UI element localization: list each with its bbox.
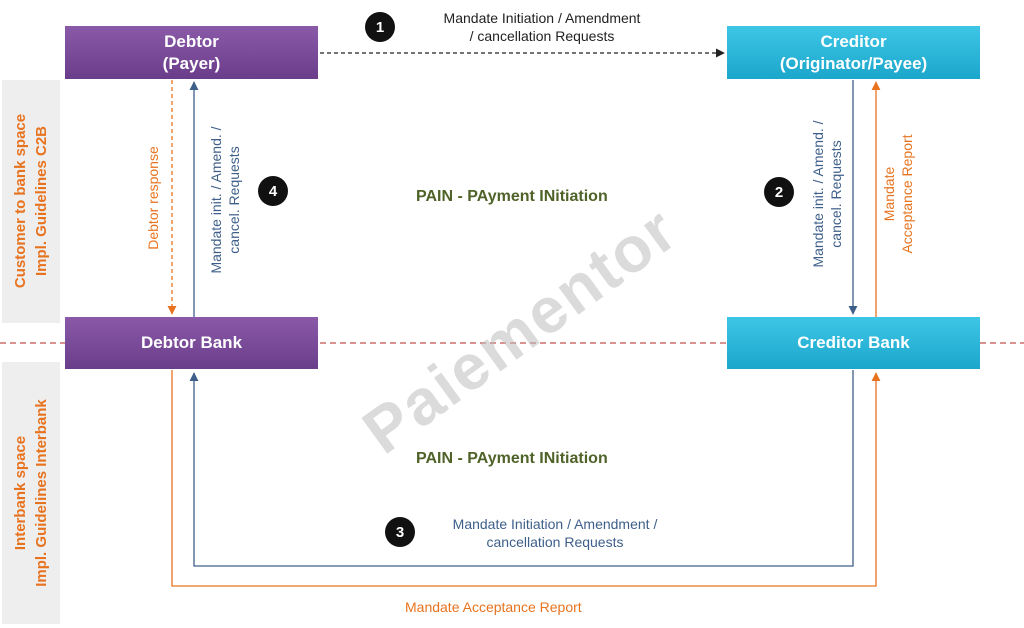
- interbank-space-label: Interbank space Impl. Guidelines Interba…: [10, 399, 52, 587]
- mandate-acceptance-bottom-label: Mandate Acceptance Report: [405, 599, 582, 615]
- arrow-acceptance-report-loop: [171, 370, 881, 587]
- creditor-title: Creditor: [820, 31, 887, 51]
- interbank-band: [2, 362, 60, 624]
- debtor-bank-box: Debtor Bank: [65, 317, 318, 369]
- creditor-subtitle: (Originator/Payee): [779, 53, 928, 73]
- interbank-space-line2: Impl. Guidelines Interbank: [33, 399, 50, 587]
- step-2-badge: 2: [764, 177, 794, 207]
- step-3-label: Mandate Initiation / Amendment / cancell…: [420, 515, 690, 551]
- step-3-badge: 3: [385, 517, 415, 547]
- c2b-space-line2: Impl. Guidelines C2B: [33, 125, 50, 277]
- mandate-acceptance-vertical-line2: Acceptance Report: [899, 134, 915, 254]
- step-4-label: Mandate init. / Amend. / cancel. Request…: [207, 126, 243, 273]
- step-1-line2: / cancellation Requests: [469, 28, 615, 44]
- arrow-creditorbank-to-debtorbank: [189, 370, 854, 567]
- step-3-line1: Mandate Initiation / Amendment /: [452, 516, 658, 532]
- creditor-box: Creditor (Originator/Payee): [727, 26, 980, 79]
- mandate-acceptance-vertical-line1: Mandate: [881, 166, 897, 222]
- step-1-badge: 1: [365, 12, 395, 42]
- c2b-space-label: Customer to bank space Impl. Guidelines …: [10, 114, 52, 288]
- debtor-subtitle: (Payer): [162, 53, 221, 73]
- debtor-title: Debtor: [164, 31, 219, 51]
- step-2-line2: cancel. Requests: [828, 140, 844, 248]
- step-2-line1: Mandate init. / Amend. /: [810, 120, 826, 268]
- c2b-band: [2, 80, 60, 323]
- step-1-line1: Mandate Initiation / Amendment: [443, 10, 641, 26]
- debtor-response-label: Debtor response: [145, 146, 161, 250]
- interbank-space-line1: Interbank space: [12, 435, 29, 551]
- step-4-badge: 4: [258, 176, 288, 206]
- step-4-line2: cancel. Requests: [226, 146, 242, 254]
- debtor-bank-title: Debtor Bank: [140, 333, 243, 352]
- mandate-acceptance-vertical-label: Mandate Acceptance Report: [880, 134, 916, 253]
- step-1-label: Mandate Initiation / Amendment / cancell…: [399, 9, 685, 45]
- step-4-line1: Mandate init. / Amend. /: [208, 126, 224, 274]
- pain-label-c2b: PAIN - PAyment INitiation: [416, 188, 608, 205]
- c2b-space-line1: Customer to bank space: [12, 113, 29, 289]
- step-3-line2: cancellation Requests: [486, 534, 624, 550]
- creditor-bank-box: Creditor Bank: [727, 317, 980, 369]
- pain-label-interbank: PAIN - PAyment INitiation: [416, 450, 608, 467]
- debtor-box: Debtor (Payer): [65, 26, 318, 79]
- step-2-label: Mandate init. / Amend. / cancel. Request…: [809, 120, 845, 267]
- creditor-bank-title: Creditor Bank: [797, 333, 910, 352]
